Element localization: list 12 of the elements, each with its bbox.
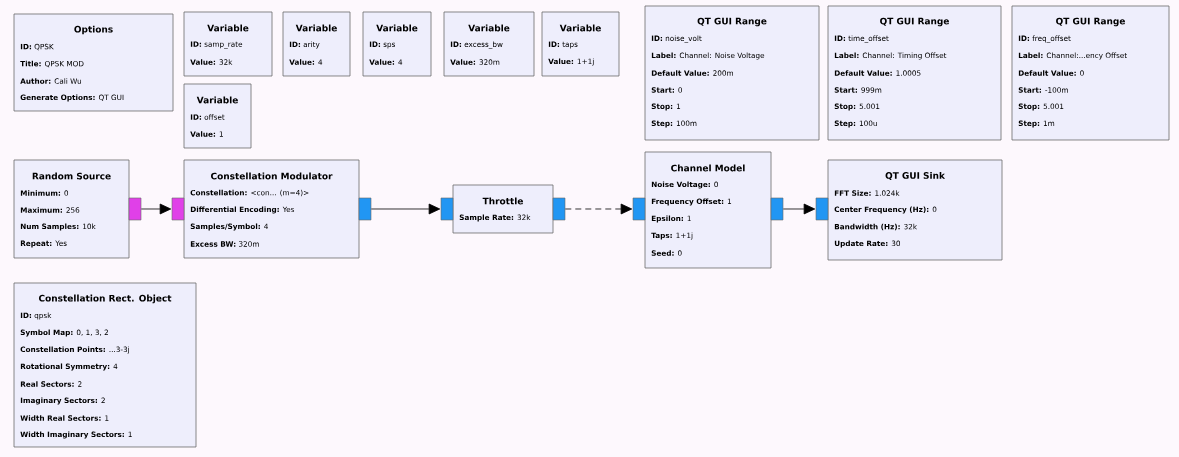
arrow: [140, 203, 172, 215]
port: [632, 197, 646, 221]
arrow: [782, 203, 816, 215]
port: [815, 197, 829, 221]
port: [552, 197, 566, 221]
arrow: [564, 203, 633, 215]
port: [128, 197, 142, 221]
port: [358, 197, 372, 221]
port: [440, 197, 454, 221]
arrow: [370, 203, 441, 215]
port: [171, 197, 185, 221]
port: [770, 197, 784, 221]
